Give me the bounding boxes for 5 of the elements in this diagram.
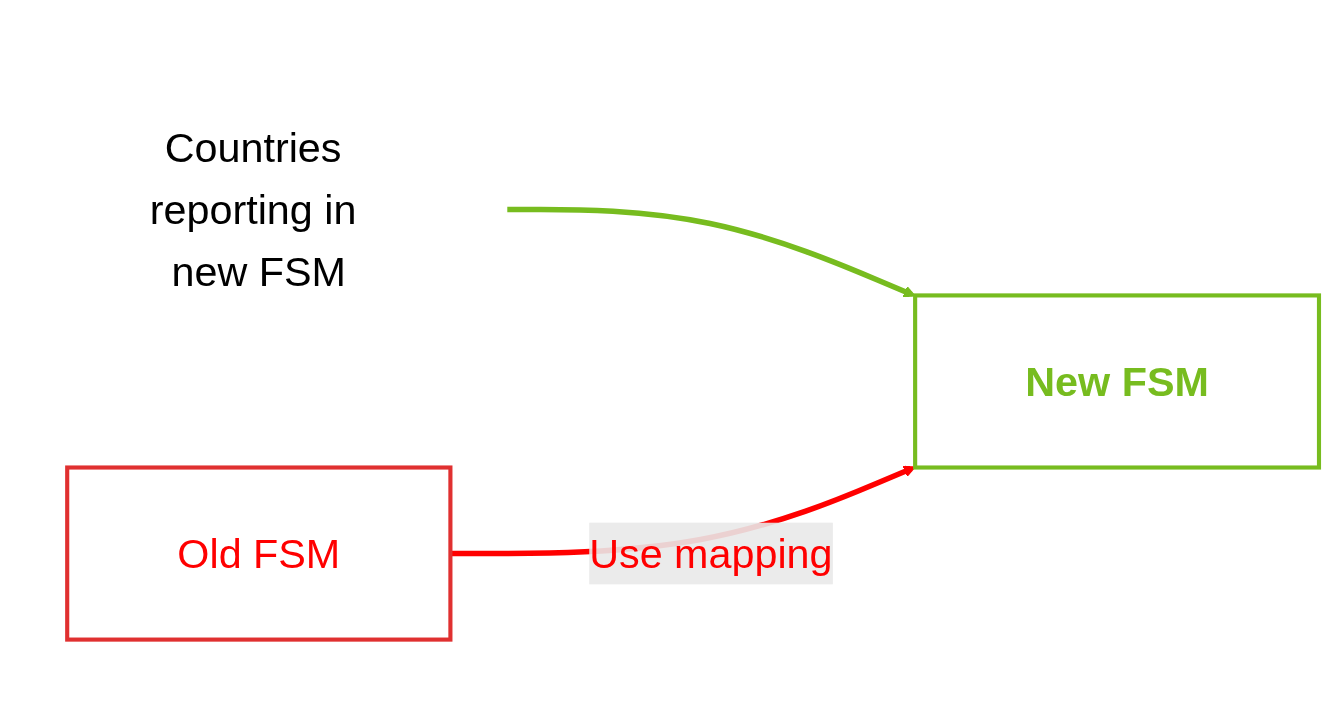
- edge-label: Use mapping: [589, 530, 833, 577]
- node-box: New FSM: [913, 293, 1322, 470]
- arrow: [506, 206, 916, 298]
- node-box: Old FSM: [65, 465, 453, 642]
- node-text: Countries reporting in new FSM: [149, 124, 357, 295]
